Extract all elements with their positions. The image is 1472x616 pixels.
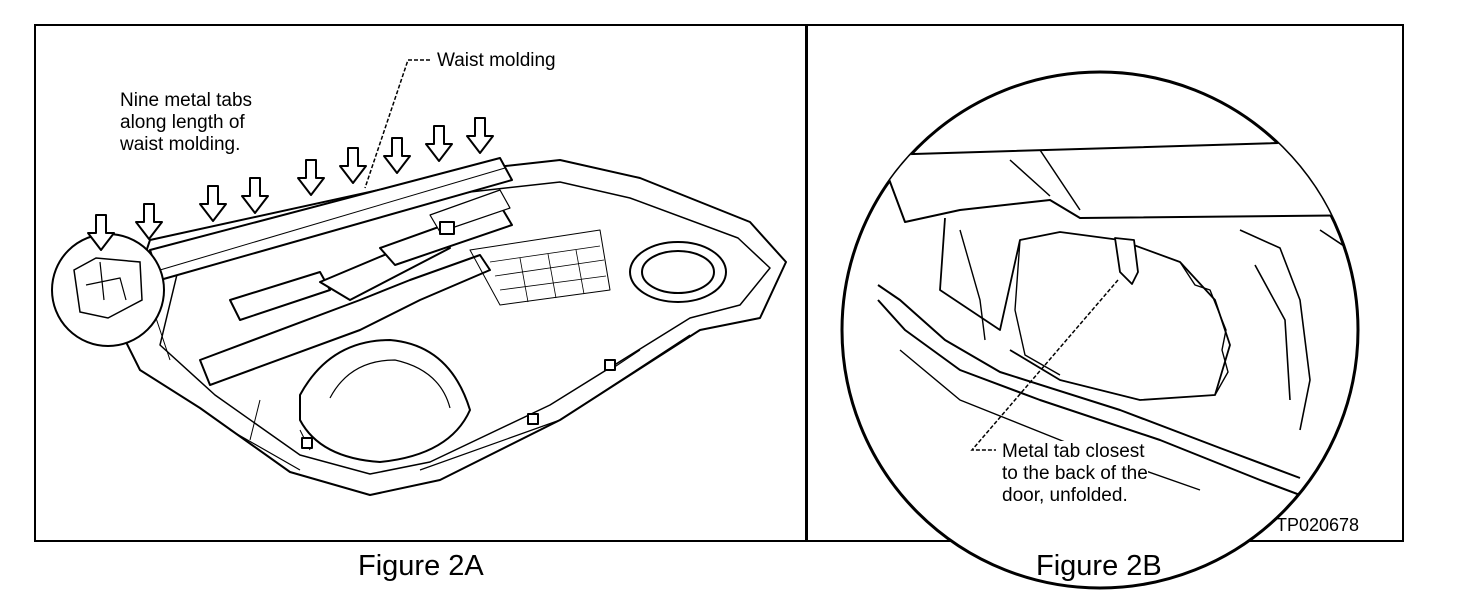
down-arrow-icon <box>339 147 367 184</box>
waist-leader-line <box>364 59 430 189</box>
down-arrow-icon <box>425 125 453 162</box>
nine-tabs-label: Nine metal tabs along length of waist mo… <box>120 90 253 155</box>
figure-2b-caption: Figure 2B <box>1036 550 1162 582</box>
detail-circle-2a <box>51 233 165 347</box>
detail-circle-2b <box>840 70 1360 590</box>
waist-molding-label: Waist molding <box>437 50 556 71</box>
down-arrow-icon <box>135 203 163 240</box>
figure-2a-caption: Figure 2A <box>358 550 484 582</box>
down-arrow-icon <box>199 185 227 222</box>
down-arrow-icon <box>297 159 325 196</box>
down-arrow-icon <box>87 214 115 251</box>
panel-divider <box>805 24 808 542</box>
figure-code: TP020678 <box>1276 515 1360 535</box>
down-arrow-icon <box>241 177 269 214</box>
tab-leader-line <box>970 279 1119 451</box>
door-panel-drawing <box>119 157 787 496</box>
down-arrow-icon <box>466 117 494 154</box>
down-arrow-icon <box>383 137 411 174</box>
tab-arrows <box>87 117 494 251</box>
metal-tab-label: Metal tab closest to the back of the doo… <box>1002 441 1148 507</box>
figure-frame <box>34 24 1404 542</box>
